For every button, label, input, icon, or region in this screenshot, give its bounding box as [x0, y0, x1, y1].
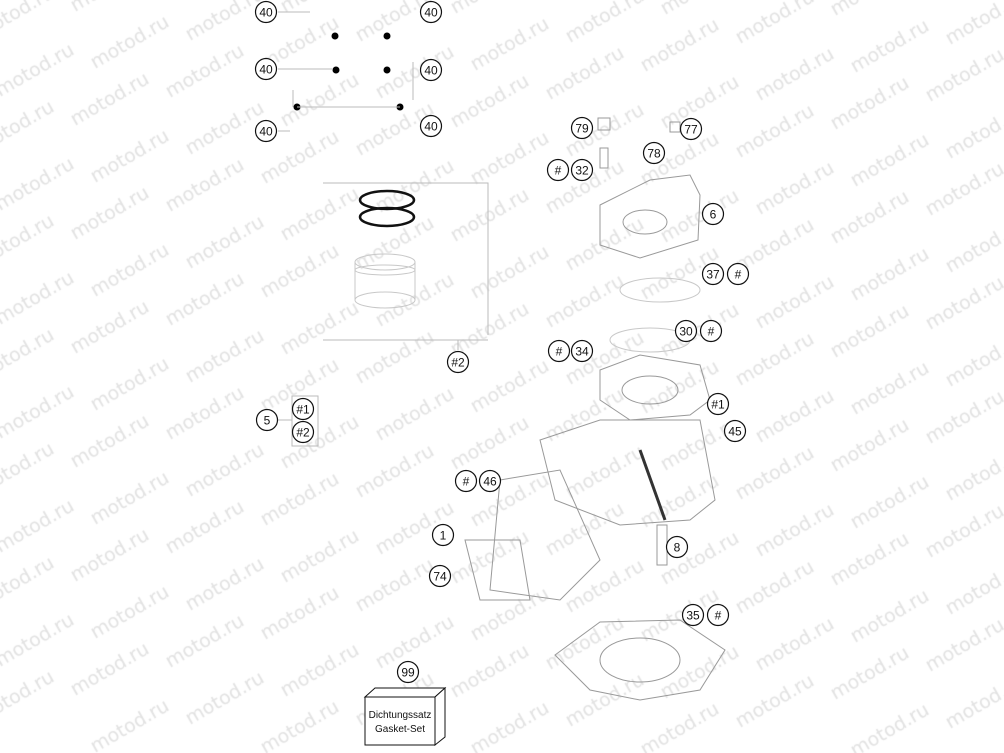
part-callout: 45 [723, 419, 747, 443]
callout-number: 40 [259, 125, 273, 139]
callout-number: 40 [424, 120, 438, 134]
base-gasket [554, 619, 726, 701]
cylinder [464, 354, 716, 601]
callout-number: #1 [296, 403, 310, 417]
part-callout: 40 [419, 58, 443, 82]
callout-number: # [463, 475, 470, 489]
part-callout: 8 [665, 535, 689, 559]
cylinder-head [597, 117, 701, 259]
gasket-set-label-de: Dichtungssatz [369, 710, 432, 721]
part-callout: #2 [446, 350, 470, 374]
part-callout: 35 [681, 603, 705, 627]
callout-number: # [708, 325, 715, 339]
part-callout: 78 [642, 141, 666, 165]
piston-rings [358, 189, 416, 228]
part-callout: # [547, 339, 571, 363]
part-callout: 77 [679, 117, 703, 141]
leader-lines [278, 11, 489, 447]
callout-number: 40 [259, 63, 273, 77]
callout-number: 1 [440, 529, 447, 543]
callout-number: # [735, 268, 742, 282]
callout-number: # [555, 164, 562, 178]
callout-number: 74 [433, 570, 447, 584]
part-callout: 40 [254, 57, 278, 81]
callout-number: 8 [674, 541, 681, 555]
part-callout: 40 [419, 114, 443, 138]
callout-number: 46 [483, 475, 497, 489]
callout-number: #2 [296, 426, 310, 440]
callout-number: 77 [684, 123, 698, 137]
part-callout: 40 [254, 0, 278, 24]
callout-number: #1 [711, 398, 725, 412]
callout-number: 35 [686, 609, 700, 623]
part-callout: 30 [674, 319, 698, 343]
part-callout: # [699, 319, 723, 343]
part-callout: # [706, 603, 730, 627]
piston [354, 253, 416, 309]
part-callout: 79 [570, 116, 594, 140]
part-callout: 74 [428, 564, 452, 588]
callout-number: 40 [424, 6, 438, 20]
part-callout: 5 [255, 408, 279, 432]
bolt-dots [293, 32, 404, 111]
part-callout: 99 [396, 660, 420, 684]
callout-number: 5 [264, 414, 271, 428]
callout-number: 30 [679, 325, 693, 339]
part-callout: 34 [570, 339, 594, 363]
callout-number: 34 [575, 345, 589, 359]
callout-number: 78 [647, 147, 661, 161]
part-callout: #1 [706, 392, 730, 416]
part-callout: # [454, 469, 478, 493]
part-callout: 1 [431, 523, 455, 547]
part-callout: 46 [478, 469, 502, 493]
callout-number: 99 [401, 666, 415, 680]
part-callout: #1 [291, 397, 315, 421]
part-callout: # [546, 158, 570, 182]
callout-number: 40 [259, 6, 273, 20]
callout-number: 37 [706, 268, 720, 282]
part-callout: # [726, 262, 750, 286]
part-callout: 40 [419, 0, 443, 24]
callout-number: 79 [575, 122, 589, 136]
callout-number: # [556, 345, 563, 359]
callout-number: # [715, 609, 722, 623]
part-callout: 37 [701, 262, 725, 286]
callout-number: #2 [451, 356, 465, 370]
part-callout: 32 [570, 158, 594, 182]
callout-number: 32 [575, 164, 589, 178]
callout-number: 40 [424, 64, 438, 78]
part-callout: #2 [291, 420, 315, 444]
gasket-set-label-en: Gasket-Set [375, 724, 425, 735]
part-callout: 6 [701, 202, 725, 226]
callout-number: 6 [710, 208, 717, 222]
callout-number: 45 [728, 425, 742, 439]
part-callout: 40 [254, 119, 278, 143]
gasket-set-box: Dichtungssatz Gasket-Set [363, 686, 447, 747]
